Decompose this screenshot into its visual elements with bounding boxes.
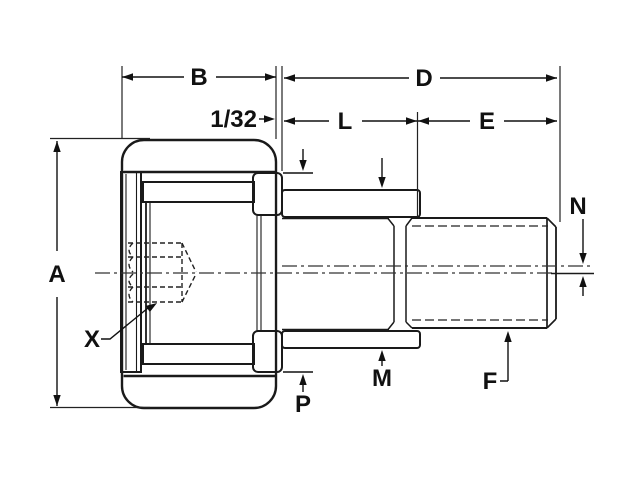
collar-bottom [281, 330, 421, 349]
dim-A: A [48, 141, 66, 406]
thread-minor-lines [412, 225, 548, 321]
dim-E-label: E [479, 108, 495, 135]
dim-E: E [418, 108, 557, 135]
collar-top [281, 189, 421, 218]
dim-M: M [372, 158, 392, 392]
dim-D: D [284, 65, 557, 92]
part-geometry [95, 138, 594, 410]
stud-flange-bottom [252, 330, 283, 373]
ring-bore-window [123, 172, 275, 376]
dimensions: B D 1/32 L E [48, 64, 587, 418]
dim-gap: 1/32 [210, 106, 275, 133]
dim-N: N [569, 193, 587, 296]
dim-F: F [483, 331, 512, 395]
dim-P: P [283, 149, 313, 418]
dim-B: B [122, 64, 276, 91]
hex-socket [128, 242, 197, 303]
extension-lines [50, 66, 561, 409]
dim-L: L [284, 108, 417, 135]
thread-chamfers [546, 217, 557, 329]
dim-B-label: B [190, 64, 207, 91]
dim-X: X [84, 299, 160, 353]
thread-major-lines [412, 217, 547, 329]
dim-gap-label: 1/32 [210, 106, 257, 133]
thread-relief [387, 217, 413, 330]
ring-bore-lines [123, 170, 276, 378]
dim-M-label: M [372, 365, 392, 392]
stud-shank-lines [282, 217, 389, 331]
end-plate [120, 171, 142, 373]
dim-A-label: A [48, 261, 65, 288]
dim-F-label: F [483, 368, 498, 395]
dim-N-label: N [569, 193, 586, 220]
dim-P-label: P [295, 391, 311, 418]
dim-L-label: L [338, 108, 353, 135]
dim-X-label: X [84, 326, 100, 353]
end-plate-edges [125, 173, 138, 371]
dim-D-label: D [415, 65, 432, 92]
